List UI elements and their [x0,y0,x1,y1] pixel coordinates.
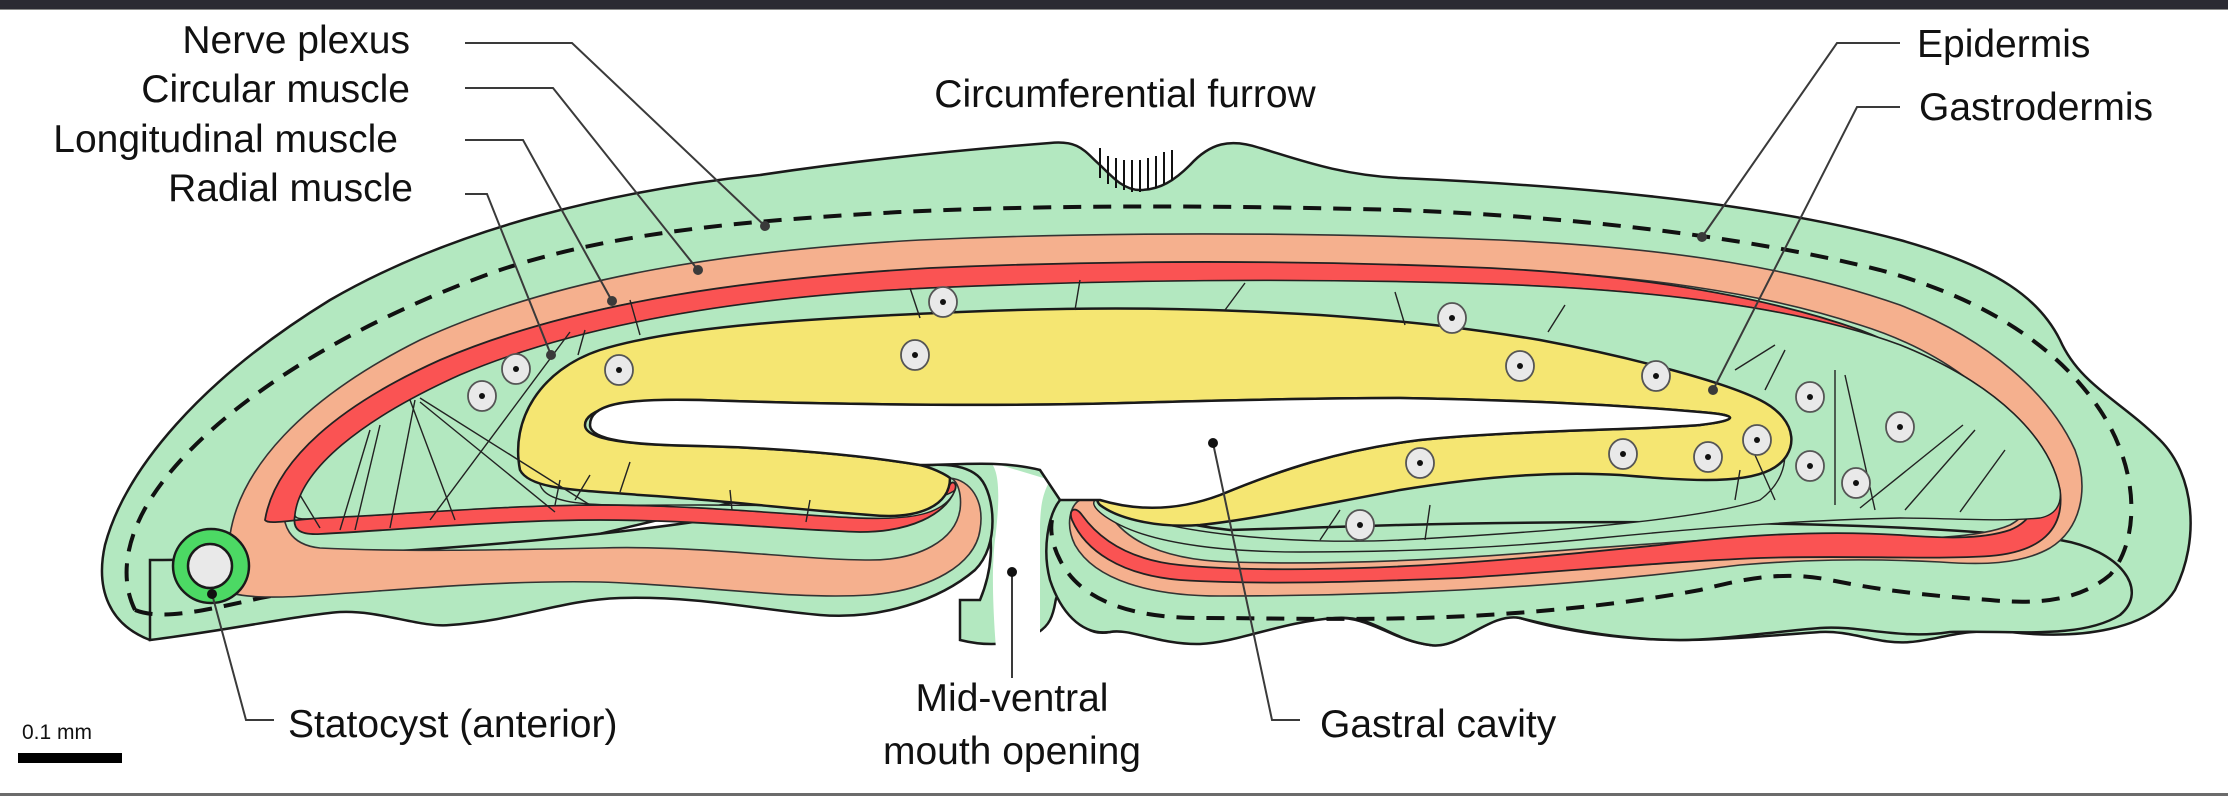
leader-gastrodermis [1708,106,1900,395]
window-top-bar [0,0,2228,10]
nerve-plexus-line [124,204,2134,621]
leader-statocyst [207,589,274,721]
label-epidermis: Epidermis [1917,23,2090,66]
cell [1742,424,1772,456]
cell [1345,509,1375,541]
cell [1641,360,1671,392]
cell [1505,350,1535,382]
cell [1608,438,1638,470]
label-mouth-line2: mouth opening [883,730,1141,773]
label-radial-muscle: Radial muscle [168,167,413,210]
leader-circular-muscle [465,87,703,275]
label-statocyst: Statocyst (anterior) [288,703,617,746]
scale-bar: 0.1 mm [18,721,122,763]
label-circumferential-furrow: Circumferential furrow [934,73,1316,116]
cell [1405,447,1435,479]
label-circular-muscle: Circular muscle [141,68,410,111]
cell [900,339,930,371]
radial-muscles-top [629,279,1566,336]
cell [1841,467,1871,499]
cells [467,286,1915,541]
scale-bar-line [18,753,122,763]
cell [1885,411,1915,443]
cell [604,354,634,386]
radial-muscles-right [1319,344,2006,541]
longitudinal-muscle-band [264,261,2062,584]
statocyst [171,527,251,605]
furrow-cilia [1099,148,1173,192]
cell [1693,441,1723,473]
leader-longitudinal-muscle [465,139,617,306]
cell [928,286,958,318]
label-mouth-line1: Mid-ventral [916,677,1109,720]
mouth-opening [990,462,1050,700]
label-longitudinal-muscle: Longitudinal muscle [53,118,398,161]
leader-radial-muscle [465,193,556,360]
leader-epidermis [1697,42,1900,242]
cell [1437,302,1467,334]
cell [467,380,497,412]
window-bottom-border [0,793,2228,796]
label-nerve-plexus: Nerve plexus [182,19,410,62]
radial-muscles-left [299,329,811,531]
label-gastral-cavity: Gastral cavity [1320,703,1557,746]
leader-nerve-plexus [465,42,770,231]
label-gastrodermis: Gastrodermis [1919,86,2153,129]
leader-mouth [1007,567,1017,678]
gastral-cavity-lumen [588,396,1732,510]
cell [501,353,531,385]
cell [1795,450,1825,482]
scale-bar-label: 0.1 mm [22,721,92,744]
leader-gastral-cavity [1208,438,1300,721]
cell [1795,381,1825,413]
